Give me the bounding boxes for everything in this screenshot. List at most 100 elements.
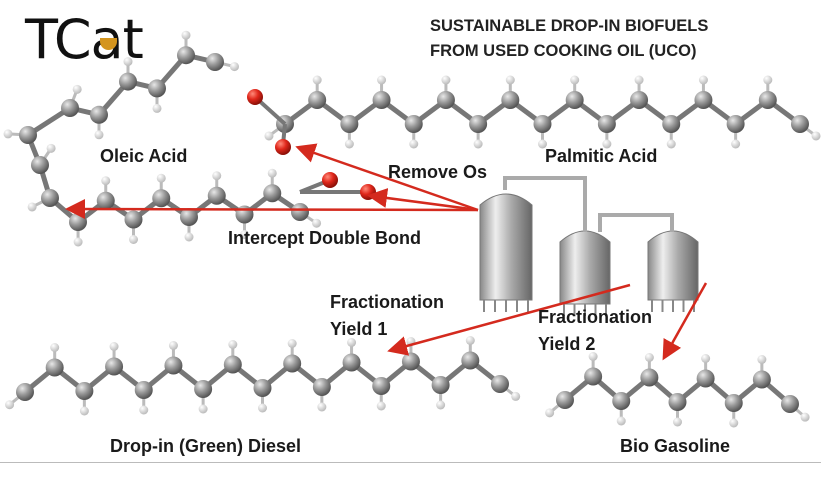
carbon-atom [308,91,327,109]
carbon-atom [75,382,94,400]
hydrogen-atom [701,354,711,363]
carbon-atom [96,191,115,210]
hydrogen-atom [73,237,83,247]
hydrogen-atom [229,62,239,72]
carbon-atom [41,189,59,207]
hydrogen-atom [376,401,386,411]
carbon-atom [134,381,153,399]
carbon-atom [312,378,331,396]
carbon-atom [668,393,687,411]
molecule-chain [3,30,322,247]
carbon-atom [630,91,649,109]
hydrogen-atom [757,355,767,364]
carbon-atom [180,208,198,226]
carbon-atom [640,368,659,387]
carbon-atom [752,370,771,389]
carbon-atom [152,189,171,208]
oxygen-atom [322,172,338,188]
hydrogen-atom [168,341,178,350]
carbon-atom [206,53,224,71]
hydrogen-atom [634,75,644,85]
carbon-atom [758,91,777,109]
carbon-atom [19,126,37,144]
label-intercept-double-bond: Intercept Double Bond [228,228,421,248]
reactor-tanks [479,176,699,316]
carbon-atom [342,353,361,372]
hydrogen-atom [347,338,357,347]
carbon-atom [45,358,64,377]
carbon-atom [372,91,391,109]
carbon-atom [105,357,124,376]
label-palmitic-acid: Palmitic Acid [545,146,658,166]
carbon-atom [372,377,391,395]
carbon-atom [436,91,455,109]
carbon-atom [584,367,603,386]
hydrogen-atom [465,336,475,345]
carbon-atom [69,213,87,231]
molecule-chain [264,75,821,149]
molecules [3,30,821,428]
logo-accent [99,38,117,50]
hydrogen-atom [538,139,547,149]
carbon-atom [61,99,79,117]
carbon-atom [431,376,450,394]
process-arrow [295,143,479,212]
hydrogen-atom [46,143,56,153]
carbon-atom [223,355,242,374]
hydrogen-atom [123,57,133,67]
hydrogen-atom [473,139,483,149]
carbon-atom [283,354,302,373]
carbon-atom [612,392,631,410]
hydrogen-atom [312,218,322,228]
hydrogen-atom [811,131,821,141]
carbon-atom [556,391,574,409]
hydrogen-atom [258,403,267,413]
process-arrow [367,188,479,212]
carbon-atom [164,356,183,375]
hydrogen-atom [570,75,580,85]
hydrogen-atom [3,129,13,139]
hydrogen-atom [666,139,676,149]
hydrogen-atom [156,173,166,183]
carbon-atom [291,203,309,221]
hydrogen-atom [602,139,612,149]
hydrogen-atom [50,343,60,352]
carbon-atom [662,115,681,133]
hydrogen-atom [511,391,521,401]
hydrogen-atom [264,131,274,141]
carbon-atom [207,186,226,205]
hydrogen-atom [152,103,162,113]
hydrogen-atom [312,75,322,85]
process-arrow [65,199,479,220]
carbon-atom [119,72,137,91]
carbon-atom [253,379,272,397]
hydrogen-atom [139,405,149,415]
carbon-atom [781,395,799,413]
oxygen-atom [275,139,291,155]
oxygen-atom [360,184,376,200]
hydrogen-atom [409,139,419,149]
carbon-atom [491,375,509,393]
hydrogen-atom [588,352,598,361]
carbon-atom [124,210,143,229]
hydrogen-atom [441,75,451,85]
hydrogen-atom [436,400,446,410]
carbon-atom [401,352,420,371]
hydrogen-atom [644,353,654,362]
hydrogen-atom [72,84,82,94]
carbon-atom [597,115,616,133]
label-remove-os: Remove Os [388,162,488,182]
label-oleic-acid: Oleic Acid [100,146,188,166]
hydrogen-atom [616,416,626,426]
carbon-atom [726,115,745,133]
carbon-atom [533,115,552,133]
hydrogen-atom [545,408,555,418]
carbon-atom [696,369,715,388]
hydrogen-atom [27,202,37,212]
hydrogen-atom [184,232,194,242]
carbon-atom [565,91,584,109]
hydrogen-atom [673,417,682,427]
